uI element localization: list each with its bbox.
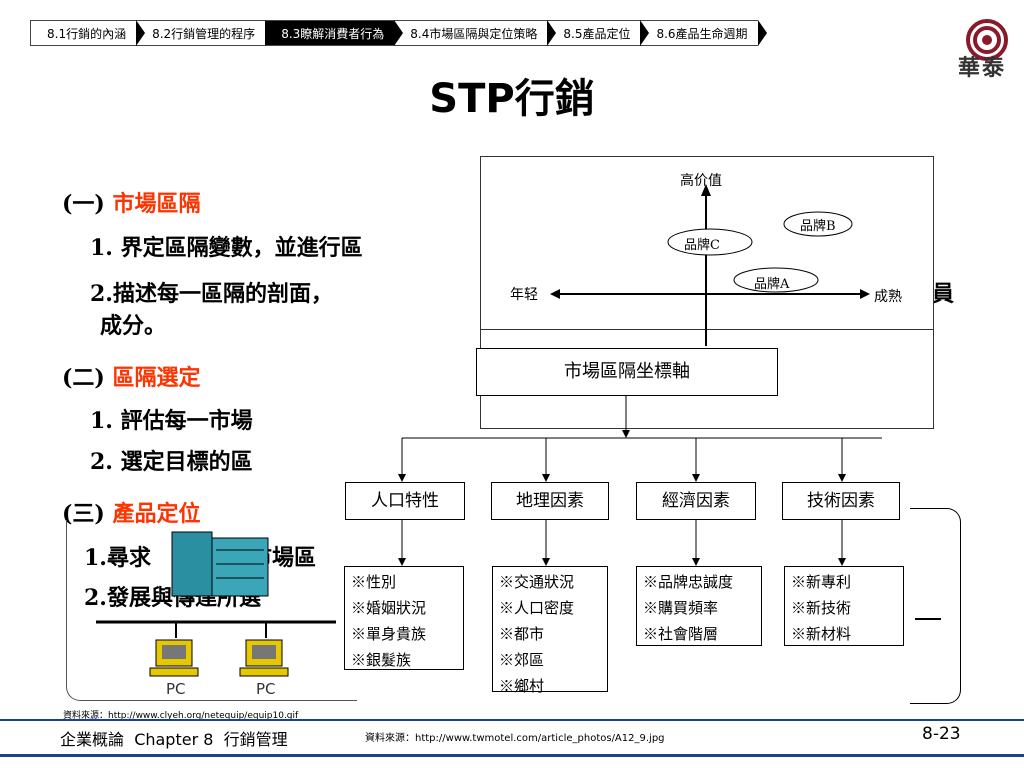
section-2-number: (二) <box>62 365 105 391</box>
category-geography: 地理因素 <box>491 482 609 520</box>
footer-chapter: Chapter 8 <box>134 730 214 749</box>
pc-label: PC <box>166 680 186 698</box>
tab-8-5[interactable]: 8.5產品定位 <box>547 20 650 46</box>
tab-8-3[interactable]: 8.3瞭解消費者行為 <box>265 20 404 46</box>
section-3-item-1: 1.尋求 <box>84 545 151 571</box>
section-1-item-2: 2.描述每一區隔的剖面， <box>90 281 333 307</box>
footer-course: 企業概論 <box>60 730 125 749</box>
section-3-title: 產品定位 <box>112 501 201 527</box>
list-item: ※郊區 <box>499 651 545 669</box>
chart-y-axis-label: 高价值 <box>680 173 722 189</box>
publisher-logo-text: 華泰 <box>958 55 1007 81</box>
category-technology: 技術因素 <box>782 482 900 520</box>
image-frame-right <box>910 508 961 704</box>
list-item: ※性別 <box>351 573 397 591</box>
slide-title: STP行銷 <box>429 76 595 122</box>
tree-root-node: 市場區隔坐標軸 <box>476 348 778 396</box>
section-3-heading: (三) 產品定位 <box>62 496 201 528</box>
list-item: ※新材料 <box>791 625 852 643</box>
list-item: ※鄉村 <box>499 677 545 695</box>
list-item: ※新技術 <box>791 599 852 617</box>
geography-list: ※交通狀況 ※人口密度 ※都市 ※郊區 ※鄉村 <box>492 566 608 695</box>
publisher-logo-icon <box>966 19 1008 61</box>
section-1-item-1: 1. 界定區隔變數，並進行區 <box>90 235 363 261</box>
list-item: ※品牌忠誠度 <box>643 573 734 591</box>
server-icon <box>171 531 269 597</box>
section-1-item-2-fragment: 員 <box>932 281 955 307</box>
list-item: ※都市 <box>499 625 545 643</box>
brand-a-label: 品牌A <box>754 277 790 292</box>
section-2-heading: (二) 區隔選定 <box>62 360 201 392</box>
footer-divider-bottom <box>0 754 1024 757</box>
technology-list: ※新專利 ※新技術 ※新材料 <box>784 566 904 646</box>
positioning-chart-axes <box>550 184 870 346</box>
image-source-1: 資料來源：http://www.clyeh.org/netequip/equip… <box>63 711 299 721</box>
section-1-title: 市場區隔 <box>112 191 201 217</box>
network-diagram-image <box>96 531 336 677</box>
section-2-item-2: 2. 選定目標的區 <box>90 449 253 475</box>
section-2-item-1: 1. 評估每一市場 <box>90 408 253 434</box>
tab-8-1[interactable]: 8.1行銷的內涵 <box>30 20 146 46</box>
section-2-title: 區隔選定 <box>112 365 201 391</box>
pc-icon <box>149 639 199 677</box>
chart-x-axis-right-label: 成熟 <box>874 289 902 305</box>
section-1-number: (一) <box>62 191 105 217</box>
list-item: ※單身貴族 <box>351 625 427 643</box>
list-item: ※銀髮族 <box>351 651 412 669</box>
category-demographics: 人口特性 <box>345 482 465 520</box>
list-item: ※社會階層 <box>643 625 719 643</box>
footer-topic: 行銷管理 <box>223 730 288 749</box>
pc-label: PC <box>256 680 276 698</box>
brand-b-label: 品牌B <box>800 219 836 234</box>
chart-x-axis-left-label: 年轻 <box>510 287 538 303</box>
tab-8-6[interactable]: 8.6產品生命週期 <box>640 20 767 46</box>
list-item: ※交通狀況 <box>499 573 575 591</box>
list-item: ※婚姻狀況 <box>351 599 427 617</box>
page-number: 8-23 <box>922 724 961 744</box>
list-item: ※人口密度 <box>499 599 575 617</box>
tab-8-2[interactable]: 8.2行銷管理的程序 <box>136 20 275 46</box>
pc-icon <box>239 639 289 677</box>
image-source-2: 資料來源：http://www.twmotel.com/article_phot… <box>365 733 665 744</box>
tree-connectors <box>398 396 882 566</box>
chapter-tab-bar: 8.1行銷的內涵 8.2行銷管理的程序 8.3瞭解消費者行為 8.4市場區隔與定… <box>30 20 767 46</box>
economy-list: ※品牌忠誠度 ※購買頻率 ※社會階層 <box>636 566 762 646</box>
category-economy: 經濟因素 <box>636 482 756 520</box>
footer-divider-top <box>0 719 1024 721</box>
list-item: ※新專利 <box>791 573 852 591</box>
section-1-item-2-cont: 成分。 <box>100 313 167 339</box>
footer-course-info: 企業概論 Chapter 8 行銷管理 <box>60 726 288 750</box>
section-1-heading: (一) 市場區隔 <box>62 186 201 218</box>
network-image-frame <box>66 520 357 701</box>
brand-c-label: 品牌C <box>684 238 720 253</box>
demographics-list: ※性別 ※婚姻狀況 ※單身貴族 ※銀髮族 <box>344 566 464 670</box>
dash-mark <box>915 618 941 620</box>
tab-8-4[interactable]: 8.4市場區隔與定位策略 <box>394 20 557 46</box>
list-item: ※購買頻率 <box>643 599 719 617</box>
